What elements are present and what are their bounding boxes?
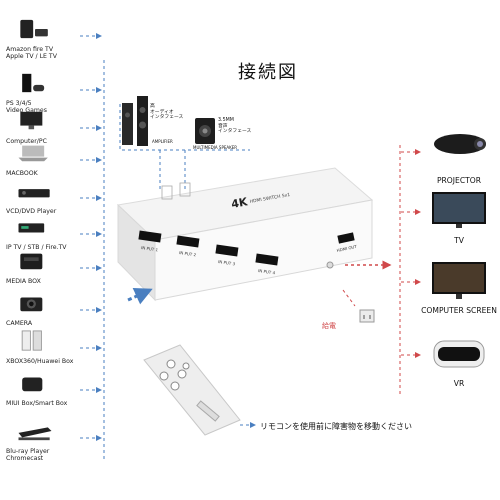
diagram-title: 接続図 [238, 62, 298, 83]
source-device-label: PS 3/4/5 Video Games [6, 100, 47, 115]
speaker-jp-label: 3.5MM 音声 インタフェース [218, 118, 252, 135]
source-device-label: MACBOOK [6, 170, 38, 177]
hdmi-input-port-label: IN PUT 4 [258, 268, 276, 275]
speaker-icon [195, 118, 215, 144]
remote-control [143, 344, 241, 436]
source-device-item: XBOX360/Huawei Box [6, 330, 106, 365]
camera-icon [20, 297, 43, 312]
output-device-label: COMPUTER SCREEN [421, 306, 497, 315]
smart-box-icon [22, 377, 43, 392]
source-device-label: MEDIA BOX [6, 278, 41, 285]
game-console-icon [22, 73, 45, 93]
remote-button-2 [177, 369, 187, 379]
monitor-icon [432, 262, 486, 299]
tv-icon [432, 192, 486, 228]
xbox-icon [21, 330, 42, 351]
laptop-icon [18, 145, 48, 162]
hdmi-input-port [176, 235, 200, 248]
hdmi-input-port-label: IN PUT 3 [218, 259, 236, 266]
remote-note: リモコンを使用前に障害物を移動ください [260, 422, 412, 431]
output-device-label: VR [453, 379, 465, 388]
remote-button-4 [170, 381, 180, 391]
audio-frame [119, 104, 250, 151]
source-device-item: Computer/PC [6, 110, 106, 145]
source-device-item: PS 3/4/5 Video Games [6, 72, 106, 114]
projector-icon [434, 134, 486, 154]
output-device-label: TV [454, 236, 464, 245]
source-device-label: CAMERA [6, 320, 33, 327]
power-label: 給電 [322, 322, 336, 330]
remote-button-5 [182, 362, 190, 370]
ir-receiver [326, 261, 334, 269]
hdmi-input-port [138, 230, 162, 243]
source-device-item: MACBOOK [6, 142, 106, 177]
source-device-item: MEDIA BOX [6, 250, 106, 285]
source-device-item: Blu-ray Player Chromecast [6, 420, 106, 462]
dvd-player-icon [18, 189, 50, 198]
hdmi-input-port [215, 244, 239, 257]
speaker-en-label: MULTIMEDIA SPEAKER [193, 145, 238, 150]
hdmi-out-label: HDMI OUT [336, 244, 358, 253]
source-device-label: MIUI Box/Smart Box [6, 400, 68, 407]
desktop-computer-icon [20, 111, 43, 130]
amplifier-icon [122, 96, 148, 146]
hdmi-input-port-label: IN PUT 1 [141, 245, 159, 252]
source-device-label: VCD/DVD Player [6, 208, 57, 215]
hdmi-switch [116, 167, 374, 302]
hdmi-input-port [255, 253, 279, 266]
device-logo: 4K [230, 195, 249, 211]
source-device-item: MIUI Box/Smart Box [6, 372, 106, 407]
set-top-box-icon [18, 223, 45, 233]
tv-box-icon [20, 19, 48, 39]
power-line [342, 289, 356, 307]
source-device-item: VCD/DVD Player [6, 180, 106, 215]
remote-button-1 [166, 359, 176, 369]
media-box-icon [20, 253, 43, 270]
source-device-label: IP TV / STB / Fire.TV [6, 244, 67, 251]
source-device-label: Amazon fire TV Apple TV / LE TV [6, 46, 57, 61]
source-device-label: Computer/PC [6, 138, 47, 145]
hdmi-out-port [337, 232, 355, 244]
hdmi-input-port-label: IN PUT 2 [179, 250, 197, 257]
source-device-label: XBOX360/Huawei Box [6, 358, 74, 365]
source-device-item: CAMERA [6, 292, 106, 327]
source-device-label: Blu-ray Player Chromecast [6, 448, 50, 463]
vr-headset-icon [433, 340, 485, 368]
amplifier-en-label: AMPLIFIER [152, 139, 173, 144]
output-device-label: PROJECTOR [436, 176, 482, 185]
amplifier-jp-label: 高 オーディオ インタフェース [150, 104, 184, 121]
source-device-item: Amazon fire TV Apple TV / LE TV [6, 18, 106, 60]
bluray-player-icon [18, 427, 52, 441]
power-adapter-icon [359, 309, 375, 323]
remote-button-3 [159, 371, 169, 381]
source-device-item: IP TV / STB / Fire.TV [6, 216, 106, 251]
